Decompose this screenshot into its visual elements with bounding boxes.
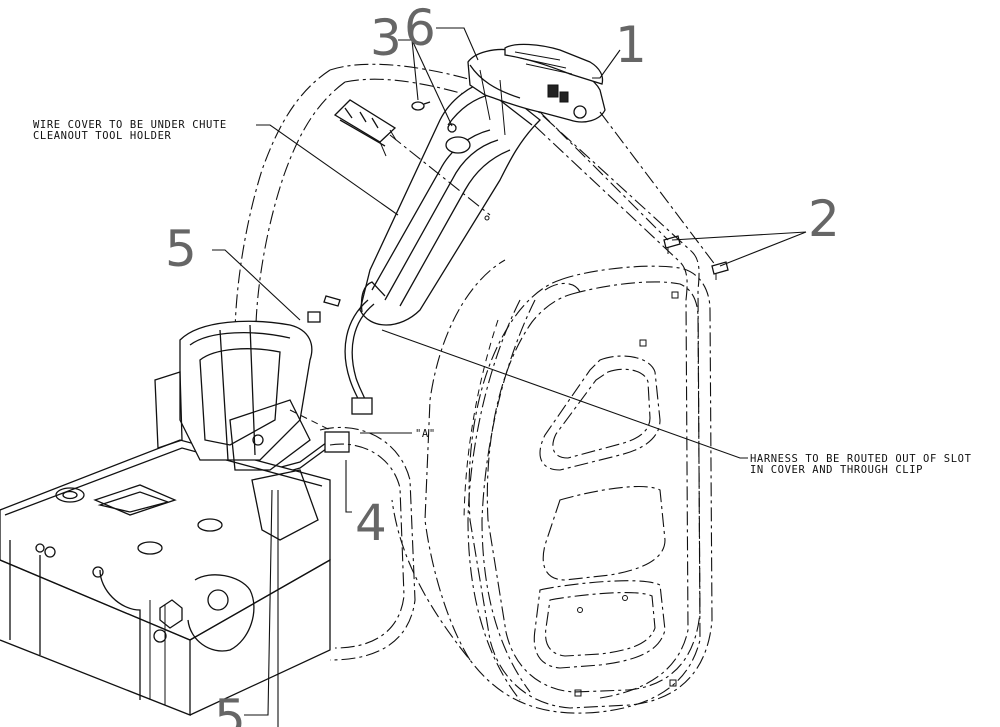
auger-housing-outline <box>234 63 701 714</box>
view-a-label: "A" <box>415 428 436 440</box>
callout-2: 2 <box>808 190 840 248</box>
auger-gearbox <box>154 320 319 541</box>
fastener-part-2 <box>663 235 729 280</box>
wire-cover-note-line2: CLEANOUT TOOL HOLDER <box>33 130 172 142</box>
callout-3: 3 <box>370 9 402 67</box>
callout-4: 4 <box>355 494 387 552</box>
chute-head-part-1 <box>467 43 606 136</box>
engine-housing <box>0 439 331 716</box>
chute-assembly <box>359 79 541 326</box>
harness-note-line2: IN COVER AND THROUGH CLIP <box>750 464 923 476</box>
fastener-part-3 <box>411 101 457 133</box>
leader-lines <box>212 27 807 727</box>
callout-6: 6 <box>404 0 436 57</box>
harness-note-line1: HARNESS TO BE ROUTED OUT OF SLOT <box>750 453 972 465</box>
auger-inner-curve <box>463 282 581 701</box>
right-side-frame <box>468 265 713 709</box>
wire-harness <box>254 295 375 477</box>
wire-cover-note-line1: WIRE COVER TO BE UNDER CHUTE <box>33 119 227 131</box>
engine-side-casing <box>289 409 416 661</box>
callout-5-top: 5 <box>165 220 197 278</box>
callout-5-bottom: 5 <box>214 689 246 727</box>
wire-cover-bracket <box>333 99 397 157</box>
callout-1: 1 <box>615 16 647 74</box>
